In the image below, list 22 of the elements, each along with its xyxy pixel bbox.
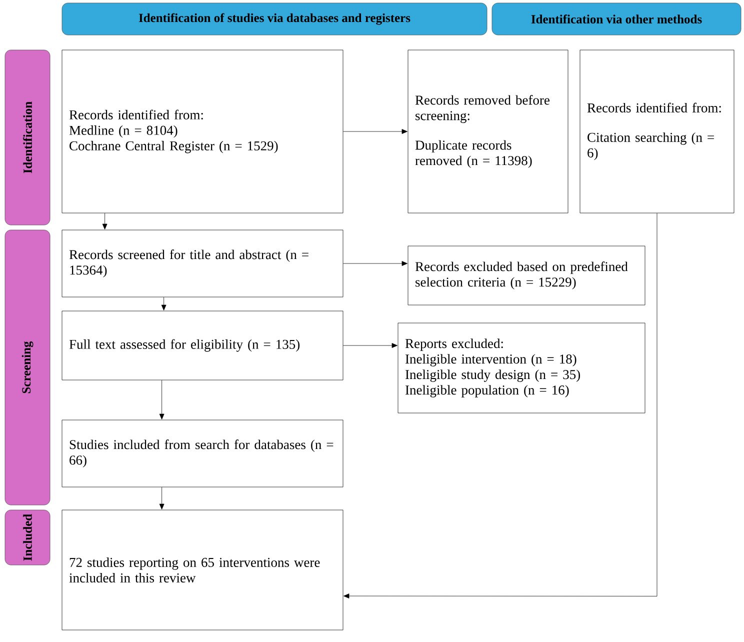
arrow [344,213,658,598]
stage-label: Included [4,510,50,566]
process-box: Records screened for title and abstract (n = 15364) [62,230,344,298]
stage-label: Identification [4,50,50,226]
process-box: Studies included from search for databases (n = 66) [62,420,344,488]
arrow [343,343,398,348]
arrow [343,129,408,134]
arrow [102,213,108,230]
arrow [159,487,164,510]
process-box: Full text assessed for eligibility (n = 135) [62,310,344,380]
arrow [343,261,408,266]
stage-label: Screening [4,230,50,506]
arrow [161,297,166,310]
arrow [159,380,164,420]
process-box: Records removed before screening: Duplicate records removed (n = 11398) [408,50,568,214]
process-box: 72 studies reporting on 65 interventions were included in this review [62,510,344,630]
process-box: Records excluded based on predefined selection criteria (n = 15229) [408,246,646,306]
process-box: Records identified from: Medline (n = 8104) Cochrane Central Register (n = 1529) [62,50,344,214]
header-banner: Identification of studies via databases and registers [62,2,488,36]
process-box: Records identified from: Citation searching (n = 6) [580,50,734,214]
process-box: Reports excluded: Ineligible intervention (n = 18) Ineligible study design (n = 35) Ineligible population (n = 16) [398,322,646,414]
header-banner: Identification via other methods [492,2,742,36]
